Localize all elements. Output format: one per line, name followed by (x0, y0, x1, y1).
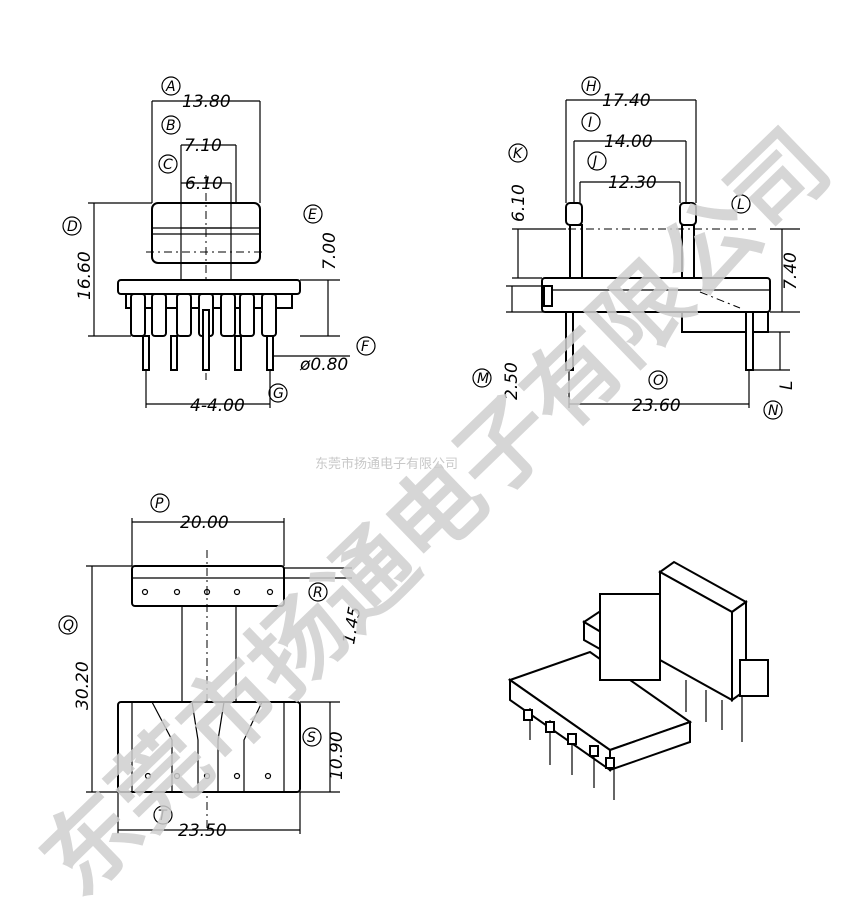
dim-S: 10.90 (327, 731, 347, 780)
label-T: T (158, 808, 168, 824)
dim-N: L (777, 381, 797, 390)
label-Q: Q (63, 618, 74, 634)
watermark: 东莞市扬通电子有限公司 (21, 109, 846, 915)
label-B: B (166, 118, 176, 134)
dim-F: ø0.80 (299, 355, 348, 375)
label-O: O (653, 373, 664, 389)
dim-M: 2.50 (502, 362, 522, 400)
label-S: S (307, 730, 316, 746)
label-P: P (155, 496, 164, 512)
label-D: D (67, 219, 78, 235)
side-view (506, 99, 800, 408)
label-M: M (477, 371, 489, 387)
dim-A: 13.80 (182, 92, 231, 112)
label-A: A (165, 79, 176, 95)
dim-C: 6.10 (185, 174, 223, 194)
side-base (541, 277, 771, 313)
label-N: N (768, 403, 779, 419)
dim-H: 17.40 (602, 91, 651, 111)
dim-P: 20.00 (180, 513, 229, 533)
front-base (117, 279, 301, 295)
dim-O: 23.60 (632, 396, 681, 416)
label-F: F (361, 339, 370, 355)
company-name: 东莞市扬通电子有限公司 (315, 456, 458, 472)
label-I: I (588, 115, 592, 131)
label-E: E (308, 207, 317, 223)
dim-L-side: 7.40 (781, 252, 801, 290)
label-K: K (513, 146, 524, 162)
front-view (88, 100, 350, 408)
dim-E: 7.00 (320, 232, 340, 270)
label-J: J (590, 154, 597, 170)
isometric-view (507, 560, 769, 800)
label-L: L (737, 197, 745, 213)
dim-K: 6.10 (509, 184, 529, 222)
label-G: G (273, 386, 284, 402)
label-R: R (313, 585, 323, 601)
dim-B: 7.10 (184, 136, 222, 156)
label-C: C (163, 157, 173, 173)
dim-G: 4-4.00 (190, 396, 245, 416)
dim-J: 12.30 (608, 173, 657, 193)
dim-T: 23.50 (178, 821, 227, 841)
dim-I: 14.00 (604, 132, 653, 152)
top-view (86, 518, 352, 834)
dim-D: 16.60 (75, 251, 95, 300)
dim-Q: 30.20 (73, 661, 93, 710)
label-H: H (586, 79, 597, 95)
